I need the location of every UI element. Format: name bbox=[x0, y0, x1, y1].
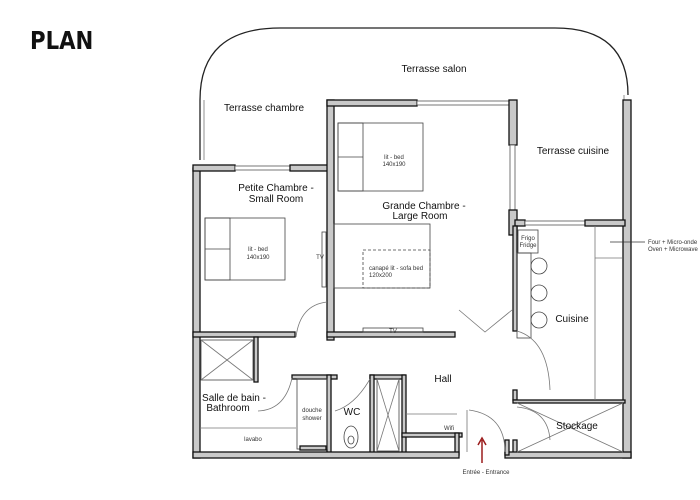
toilet bbox=[343, 425, 359, 449]
label-terrasse-chambre: Terrasse chambre bbox=[224, 103, 304, 114]
label-wc: WC bbox=[344, 407, 361, 418]
label-bathroom: Bathroom bbox=[206, 403, 249, 414]
bed-size: 140x190 bbox=[382, 162, 406, 168]
sofa-size: 120x200 bbox=[369, 273, 393, 279]
label-petite-chambre: Petite Chambre - bbox=[238, 183, 314, 194]
entrance-arrow-icon bbox=[477, 436, 487, 463]
label-large-room: Large Room bbox=[392, 211, 447, 222]
label-small-room: Small Room bbox=[249, 194, 303, 205]
door-small-room bbox=[295, 301, 328, 338]
label-stockage: Stockage bbox=[556, 421, 598, 432]
stool bbox=[530, 284, 548, 302]
entrance-label: Entrée - Entrance bbox=[462, 470, 510, 476]
bed-label: lit - bed bbox=[248, 247, 268, 253]
sink-label: lavabo bbox=[244, 437, 262, 443]
oven-label: Four + Micro-onde bbox=[648, 240, 698, 246]
tv-large-room bbox=[362, 327, 424, 333]
label-salle-de-bain: Salle de bain - bbox=[202, 393, 266, 404]
sofa-label: canapé lit - sofa bed bbox=[369, 266, 423, 272]
bed-large-room: lit - bed 140x190 bbox=[337, 122, 424, 192]
wifi-label: Wifi bbox=[444, 426, 454, 432]
plan-title: PLAN bbox=[30, 26, 94, 55]
label-cuisine: Cuisine bbox=[555, 314, 589, 325]
door-bathroom bbox=[257, 377, 293, 412]
walls bbox=[192, 99, 632, 459]
fridge-label: Frigo bbox=[521, 236, 535, 242]
double-door bbox=[458, 309, 513, 333]
tv-small-room bbox=[321, 231, 327, 288]
oven-label-en: Oven + Microwave bbox=[648, 247, 699, 253]
fridge-label-en: Fridge bbox=[519, 243, 537, 249]
label-grande-chambre: Grande Chambre - bbox=[382, 201, 465, 212]
shower-label: douche bbox=[302, 408, 322, 414]
entrance-door bbox=[468, 409, 506, 453]
tv-label-large: TV bbox=[389, 329, 397, 335]
bed-label: lit - bed bbox=[384, 155, 404, 161]
bed-small-room: lit - bed 140x190 bbox=[204, 217, 286, 281]
terrace-outline bbox=[199, 27, 629, 160]
door-storage bbox=[516, 406, 551, 441]
door-kitchen bbox=[516, 330, 551, 391]
label-terrasse-cuisine: Terrasse cuisine bbox=[537, 146, 610, 157]
label-hall: Hall bbox=[434, 374, 451, 385]
tv-label-small: TV bbox=[316, 255, 324, 261]
shower-label-en: shower bbox=[302, 416, 321, 422]
stool bbox=[530, 257, 548, 275]
stool bbox=[530, 311, 548, 329]
bed-size: 140x190 bbox=[246, 255, 270, 261]
sofa-bed: canapé lit - sofa bed 120x200 bbox=[333, 223, 431, 289]
label-terrasse-salon: Terrasse salon bbox=[401, 64, 466, 75]
